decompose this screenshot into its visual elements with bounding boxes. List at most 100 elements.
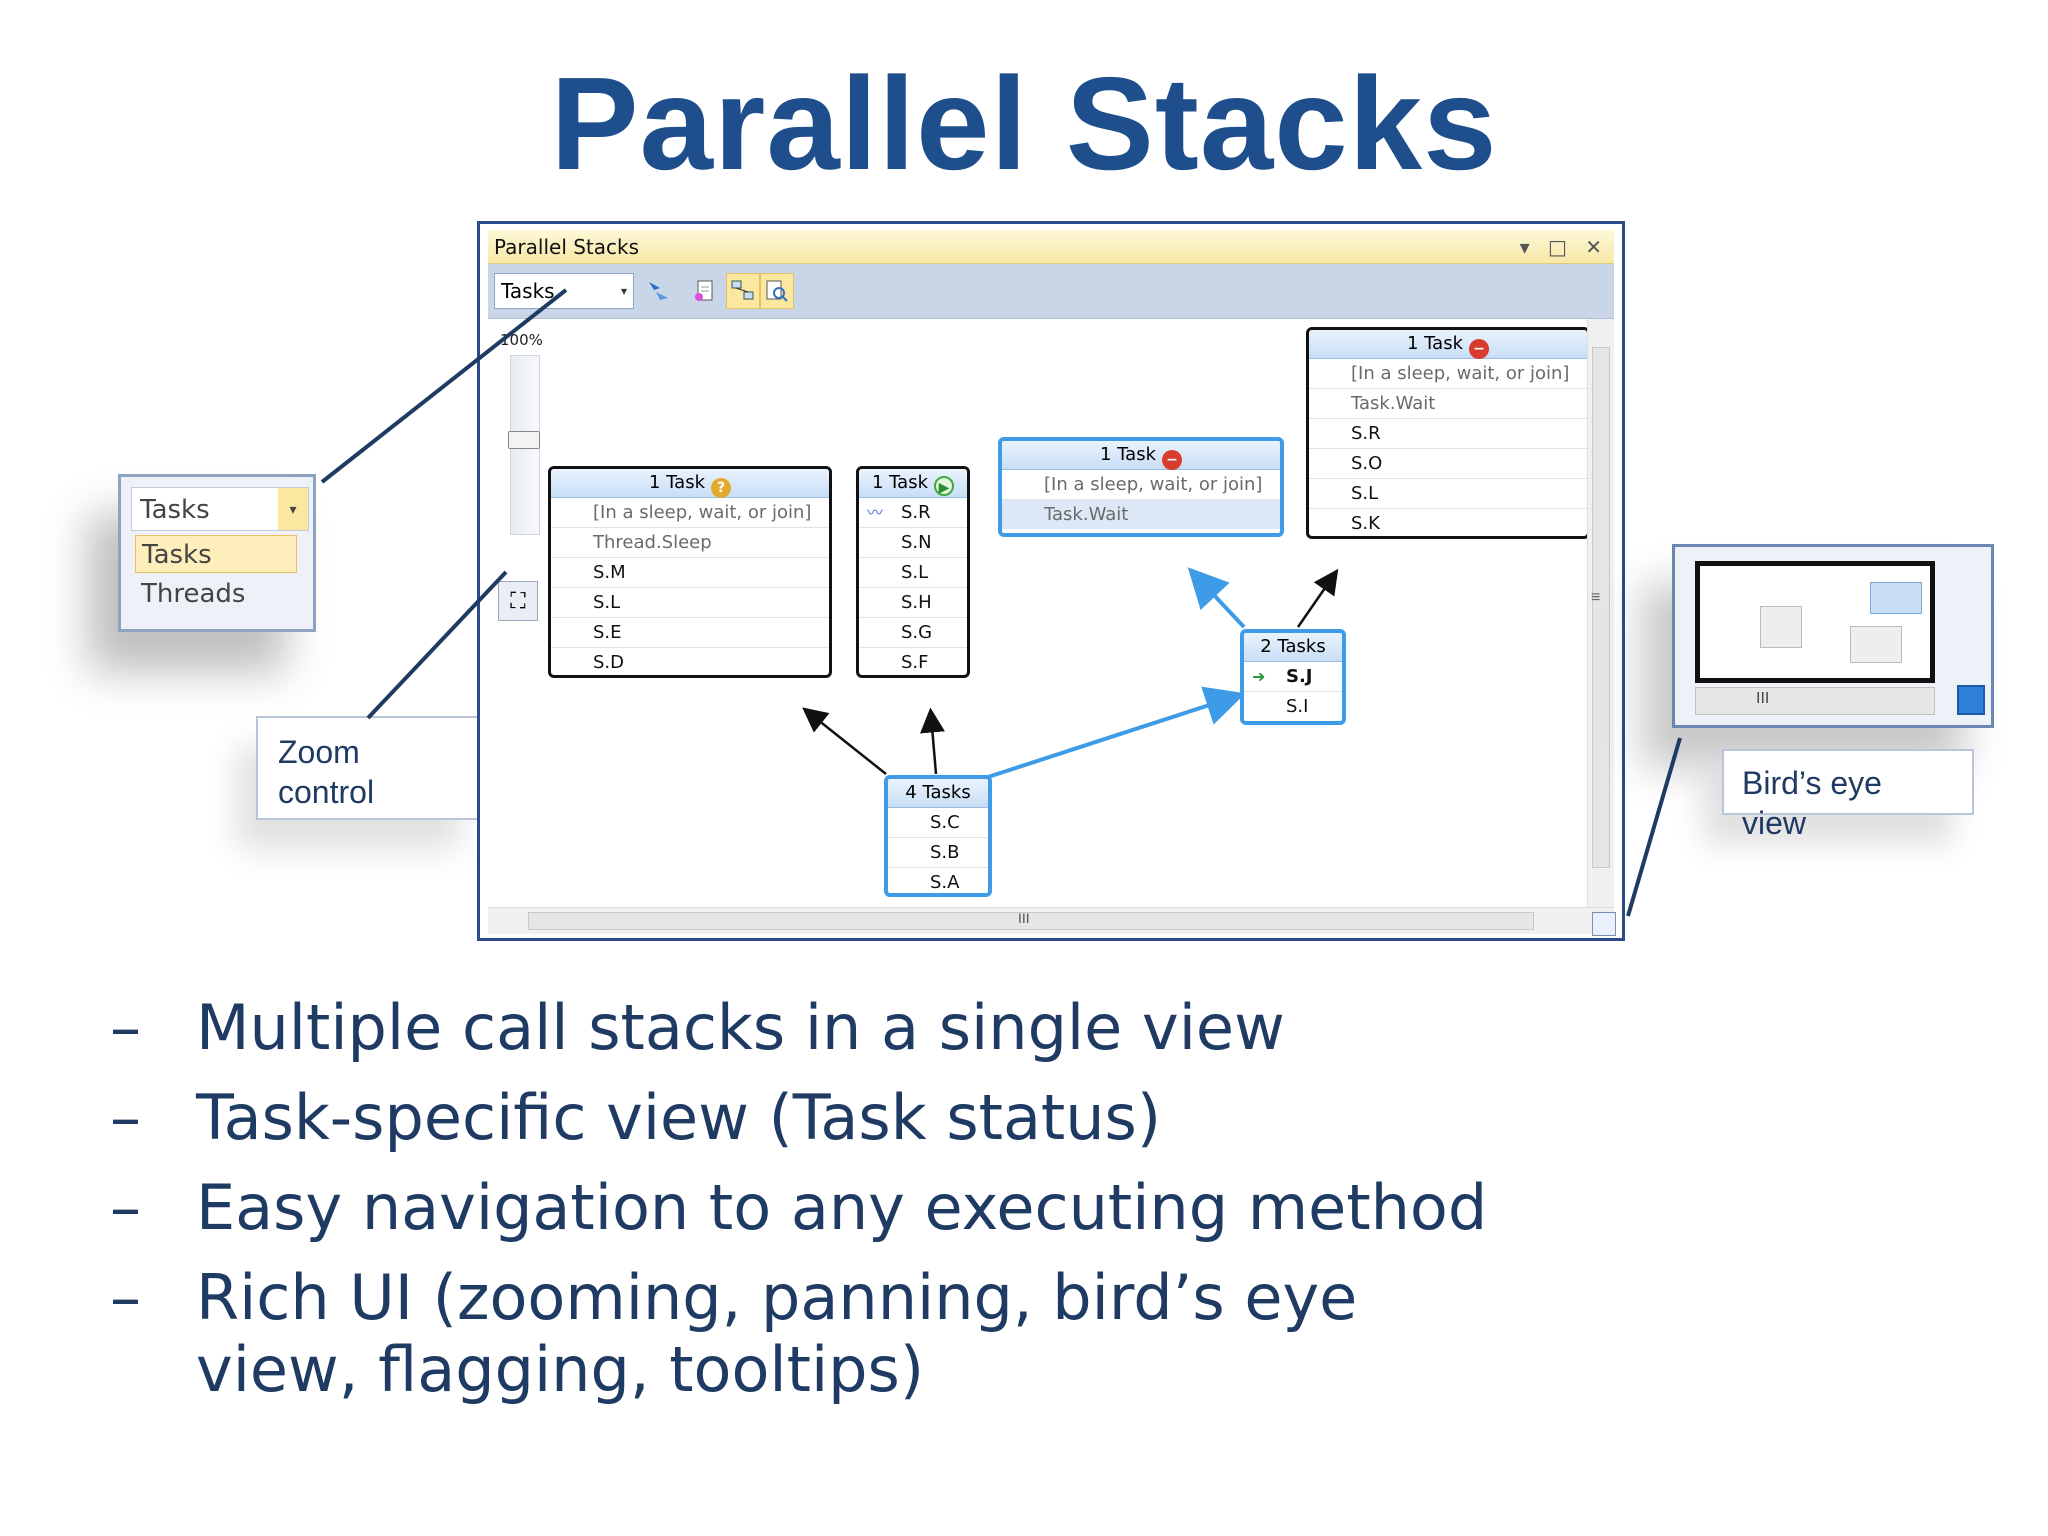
stack-frame-label: S.J <box>1286 666 1313 687</box>
bullet-item: –Task-specific view (Task status) <box>110 1082 1596 1154</box>
zoom-toggle-button[interactable] <box>760 273 794 309</box>
bullet-item: –Multiple call stacks in a single view <box>110 992 1596 1064</box>
link-2tasks-to-node4 <box>1296 568 1339 628</box>
stacks-canvas[interactable]: 100% ⛶ 1 Task? [In a sleep, wait, or joi… <box>488 319 1614 908</box>
stack-frame[interactable]: S.E <box>551 618 829 648</box>
maximize-icon[interactable]: □ <box>1547 235 1567 259</box>
link-4tasks-to-2tasks <box>987 686 1246 779</box>
stack-node-6[interactable]: 4 Tasks S.C S.B S.A <box>884 775 992 897</box>
birds-eye-viewport[interactable] <box>1695 561 1935 683</box>
chevron-down-icon[interactable]: ▾ <box>278 488 308 530</box>
stack-frame[interactable]: S.F <box>901 652 929 673</box>
thread-wave-icon: 〰 <box>867 503 884 522</box>
view-selector[interactable]: Tasks ▾ <box>494 273 634 309</box>
birds-eye-scrollbar[interactable]: III <box>1695 687 1935 715</box>
bullet-item: –Easy navigation to any executing method <box>110 1172 1596 1244</box>
zoom-slider-thumb[interactable] <box>508 431 540 449</box>
horizontal-scroll-thumb[interactable] <box>528 912 1534 930</box>
window-menu-icon[interactable]: ▾ <box>1519 235 1530 259</box>
stack-frame[interactable]: S.L <box>551 588 829 618</box>
stack-frame[interactable]: S.H <box>859 588 967 618</box>
zoom-label-line-2: control <box>278 774 375 810</box>
node-header-label: 1 Task <box>871 472 929 493</box>
stack-frame[interactable]: S.L <box>859 558 967 588</box>
zoom-fit-icon: ⛶ <box>510 588 526 613</box>
window-title: Parallel Stacks <box>494 235 640 259</box>
vertical-scroll-thumb[interactable] <box>1592 347 1610 868</box>
bullet-marker: – <box>110 1081 141 1154</box>
combo-option-tasks[interactable]: Tasks <box>135 535 297 573</box>
parallel-stacks-window: Parallel Stacks ▾ □ ✕ Tasks ▾ 100% ⛶ <box>477 221 1625 941</box>
toggle-method-view-icon <box>649 282 668 300</box>
stack-frame[interactable]: [In a sleep, wait, or join] <box>551 498 829 528</box>
auto-scroll-button[interactable] <box>726 273 760 309</box>
export-button[interactable] <box>688 273 722 309</box>
node-header: 2 Tasks <box>1244 633 1342 662</box>
close-icon[interactable]: ✕ <box>1585 235 1602 259</box>
bullet-marker: – <box>110 1171 141 1244</box>
stack-frame[interactable]: S.B <box>888 838 988 868</box>
bullet-text: Easy navigation to any executing method <box>196 1171 1488 1244</box>
zoom-control-label: Zoom control <box>256 716 480 820</box>
stack-frame[interactable]: S.D <box>593 652 625 673</box>
bullet-marker: – <box>110 991 141 1064</box>
horizontal-scrollbar[interactable]: III <box>488 907 1614 934</box>
stack-frame[interactable]: S.I <box>1286 696 1309 717</box>
stack-frame[interactable]: S.L <box>1309 479 1587 509</box>
stack-node-2[interactable]: 1 Task▶ 〰S.R S.N S.L S.H S.G S.F <box>856 466 970 678</box>
toggle-method-view-button[interactable] <box>642 273 676 309</box>
combo-option-threads[interactable]: Threads <box>141 579 246 609</box>
birds-eye-button[interactable] <box>1592 912 1616 936</box>
zoom-icon <box>766 280 788 302</box>
stack-frame[interactable]: Task.Wait <box>1309 389 1587 419</box>
stack-node-1[interactable]: 1 Task? [In a sleep, wait, or join] Thre… <box>548 466 832 678</box>
slide-title: Parallel Stacks <box>550 50 1498 197</box>
connector-birds-eye <box>1626 737 1682 917</box>
stack-frame[interactable]: S.C <box>888 808 988 838</box>
view-combo-field[interactable]: Tasks ▾ <box>131 487 309 531</box>
node-header: 4 Tasks <box>888 779 988 808</box>
connector-combo <box>320 288 568 484</box>
export-icon <box>695 280 713 301</box>
bullet-list: –Multiple call stacks in a single view –… <box>110 992 1910 1424</box>
viewport-rect <box>1870 582 1922 614</box>
stack-node-5[interactable]: 2 Tasks ➜ S.J S.I <box>1240 629 1346 725</box>
vertical-scrollbar[interactable]: ≡ <box>1587 319 1614 908</box>
view-combo-value: Tasks <box>140 495 210 525</box>
node-header-label: 1 Task <box>1099 444 1157 465</box>
stack-frame[interactable]: S.N <box>859 528 967 558</box>
hscroll-grip: III <box>1018 910 1030 926</box>
zoom-to-fit-button[interactable]: ⛶ <box>498 581 538 621</box>
stack-frame[interactable]: S.A <box>930 872 960 893</box>
deadlock-status-icon: − <box>1162 450 1183 470</box>
view-combo-callout: Tasks ▾ Tasks Threads <box>118 474 316 632</box>
stack-node-4[interactable]: 1 Task− [In a sleep, wait, or join] Task… <box>1306 327 1590 539</box>
node-header: 1 Task▶ <box>859 469 967 498</box>
node-header-label: 1 Task <box>648 472 706 493</box>
current-frame-arrow-icon: ➜ <box>1252 667 1266 686</box>
auto-scroll-icon <box>731 280 754 300</box>
stack-frame-active[interactable]: 〰S.R <box>859 498 967 528</box>
stack-frame[interactable]: [In a sleep, wait, or join] <box>1002 470 1280 500</box>
stack-frame-current[interactable]: ➜ S.J <box>1244 662 1342 692</box>
birds-eye-toggle-icon[interactable] <box>1957 685 1985 715</box>
stack-node-3[interactable]: 1 Task− [In a sleep, wait, or join] Task… <box>998 437 1284 537</box>
zoom-label-line-1: Zoom <box>278 734 360 770</box>
stack-frame[interactable]: Task.Wait <box>1002 500 1280 529</box>
stack-frame[interactable]: S.M <box>551 558 829 588</box>
stack-frame[interactable]: S.R <box>1309 419 1587 449</box>
stack-frame[interactable]: S.O <box>1309 449 1587 479</box>
stack-frame[interactable]: Thread.Sleep <box>551 528 829 558</box>
stack-frame[interactable]: [In a sleep, wait, or join] <box>1309 359 1587 389</box>
birds-eye-callout: III <box>1672 544 1994 728</box>
node-header: 1 Task− <box>1309 330 1587 359</box>
view-selector-value: Tasks <box>501 279 555 303</box>
mini-node <box>1760 606 1802 648</box>
stack-frame[interactable]: S.G <box>859 618 967 648</box>
running-status-icon: ▶ <box>934 476 955 496</box>
window-title-bar: Parallel Stacks ▾ □ ✕ <box>488 230 1614 264</box>
stack-links <box>802 567 1339 779</box>
stack-frame[interactable]: S.K <box>1351 513 1380 534</box>
bullet-item: –Rich UI (zooming, panning, bird’s eye v… <box>110 1262 1436 1406</box>
